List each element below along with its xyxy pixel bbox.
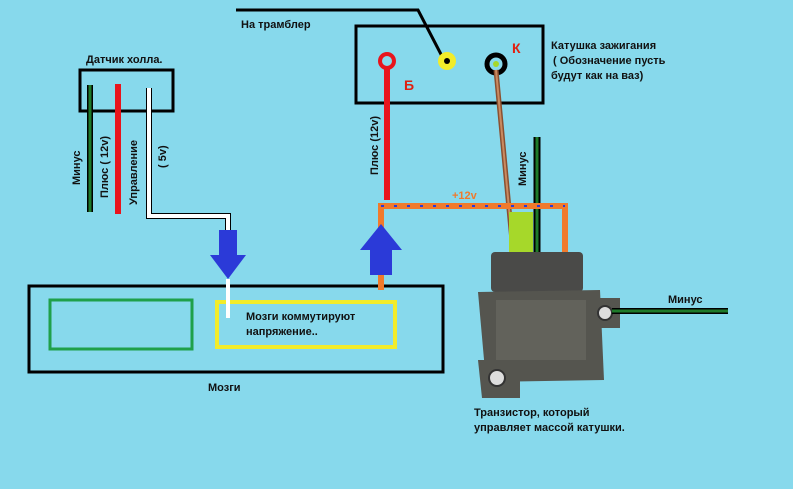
transistor-minus-label: Минус xyxy=(517,151,529,186)
brain-switch-box xyxy=(215,300,397,349)
mount-hole-icon xyxy=(488,369,506,387)
hall-plus-label: Плюс ( 12v) xyxy=(99,136,111,198)
coil-title: Катушка зажигания xyxy=(551,40,656,52)
coil-plus-label: Плюс (12v) xyxy=(369,116,381,175)
hall-control-wire xyxy=(147,88,230,232)
terminal-k-dot xyxy=(493,61,499,67)
mount-hole-right-icon xyxy=(597,305,613,321)
transistor-top xyxy=(491,252,583,292)
hall-minus-label: Минус xyxy=(71,150,83,185)
brain-box xyxy=(27,284,445,374)
hall-sensor-box xyxy=(78,68,175,113)
arrow-down-icon xyxy=(210,230,246,279)
transistor-label-plate xyxy=(496,300,586,360)
transistor-module xyxy=(478,252,620,398)
terminal-b-icon xyxy=(378,52,396,70)
brain-switch-label-1: Мозги коммутируют xyxy=(246,311,356,323)
plus-12v-label: +12v xyxy=(452,190,478,202)
right-minus-label: Минус xyxy=(668,294,703,306)
terminal-k-label: К xyxy=(512,40,521,56)
hall-control-label: Управление xyxy=(128,140,140,205)
hall-5v-label: ( 5v) xyxy=(157,145,169,168)
distributor-label: На трамблер xyxy=(241,19,311,31)
transistor-connector xyxy=(509,212,533,252)
brain-switch-label-2: напряжение.. xyxy=(246,326,318,338)
coil-note-2: будут как на ваз) xyxy=(551,70,644,82)
hall-sensor-label: Датчик холла. xyxy=(86,54,163,66)
terminal-center-dot xyxy=(444,58,450,64)
terminal-b-label: Б xyxy=(404,77,414,93)
coil-note-1: ( Обозначение пусть xyxy=(553,55,666,67)
transistor-caption-2: управляет массой катушки. xyxy=(474,422,625,434)
arrow-up-icon xyxy=(360,224,402,275)
brain-label: Мозги xyxy=(208,382,241,394)
distributor-wire xyxy=(236,8,447,63)
brain-green-box xyxy=(48,298,194,351)
ignition-coil-box xyxy=(354,24,545,105)
transistor-caption-1: Транзистор, который xyxy=(474,407,590,419)
